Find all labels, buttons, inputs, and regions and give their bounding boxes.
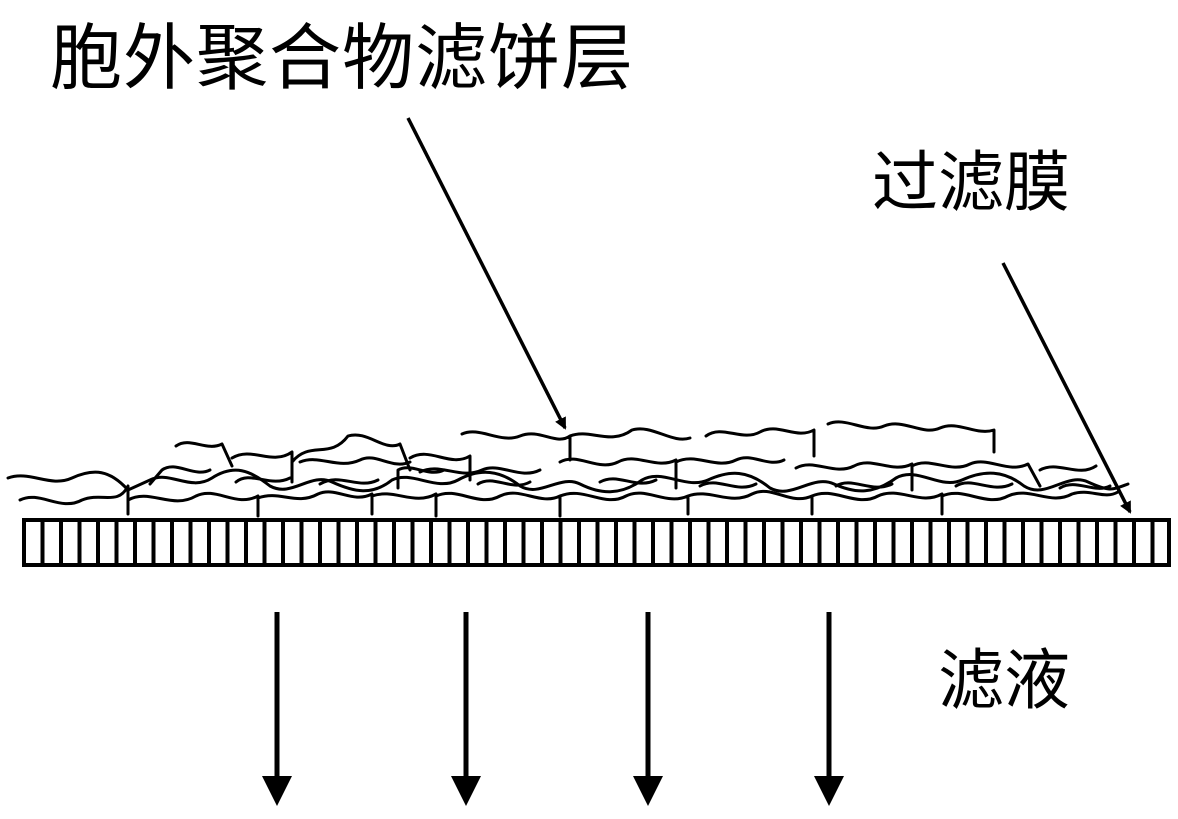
filtrate-flow-arrows [262, 612, 844, 806]
polymer-strand [6, 468, 1130, 494]
eps-cake-layer [6, 420, 1130, 518]
membrane-pores [40, 522, 1155, 563]
flow-arrow-head [633, 776, 663, 806]
polymer-strand [18, 484, 1120, 518]
filter-membrane [22, 518, 1171, 567]
filtrate-label: 滤液 [938, 642, 1070, 719]
flow-arrow-head [451, 776, 481, 806]
flow-arrow-head [814, 776, 844, 806]
polymer-strand [174, 420, 996, 484]
cake-pointer-arrow [406, 117, 567, 430]
membrane-pointer-arrow [1001, 262, 1132, 514]
flow-arrow-head [262, 776, 292, 806]
polymer-strand [148, 465, 1112, 490]
cake-layer-label: 胞外聚合物滤饼层 [50, 16, 635, 100]
membrane-label: 过滤膜 [872, 144, 1070, 221]
polymer-strand [298, 456, 1098, 492]
